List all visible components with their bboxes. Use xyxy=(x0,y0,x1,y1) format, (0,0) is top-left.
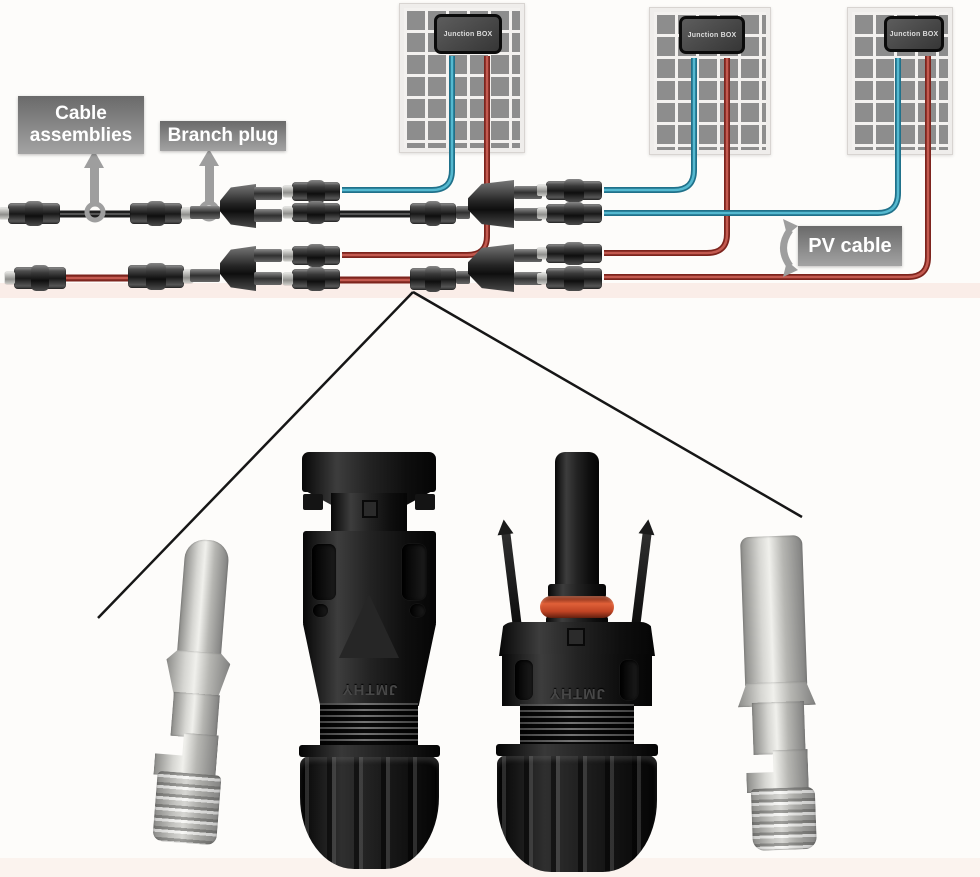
coupler-cap xyxy=(302,452,436,492)
coupler-cap-nut xyxy=(300,755,439,869)
terminal-neck xyxy=(751,701,806,755)
metal-crimp-terminal-male xyxy=(135,536,257,846)
junction-box-1: Junction BOX xyxy=(434,14,502,54)
mc4-connector xyxy=(283,201,340,224)
mc4-connector xyxy=(283,244,340,267)
mc4-connector xyxy=(283,180,340,203)
mc4-connector xyxy=(537,179,602,202)
branch-plug-port xyxy=(456,271,470,284)
junction-box-2: Junction BOX xyxy=(679,16,745,54)
junction-box-label: Junction BOX xyxy=(889,30,939,38)
mc4-connector xyxy=(130,201,191,226)
branch-plug-port xyxy=(456,206,470,219)
double-arrow-icon-pv-cable xyxy=(780,219,798,277)
coupler-nut-flange xyxy=(496,744,658,756)
terminal-crimp-barrel xyxy=(152,770,222,846)
coupler-collar xyxy=(546,616,608,626)
mc4-connector xyxy=(410,266,456,292)
brand-marking: JMTHY xyxy=(341,681,398,698)
terminal-neck xyxy=(170,691,220,740)
coupler-slot xyxy=(312,544,336,600)
mc4-connector xyxy=(5,265,66,291)
coupler-slot xyxy=(313,604,328,617)
mc4-connector xyxy=(537,202,602,225)
coupler-slot xyxy=(410,604,425,617)
junction-box-3: Junction BOX xyxy=(884,16,944,52)
branch-plug-port xyxy=(254,249,282,262)
mc4-connector xyxy=(0,201,60,226)
coupler-side-tab xyxy=(415,494,435,510)
coupler-slot xyxy=(620,660,638,700)
coupler-pin-barrel xyxy=(555,452,599,586)
branch-plug-connector xyxy=(220,184,256,228)
up-arrow-icon-cable-assemblies xyxy=(84,150,106,223)
branch-plug-port xyxy=(254,209,282,222)
branch-plug-connector xyxy=(468,180,514,228)
mc4-connector xyxy=(537,266,602,291)
branch-plug-port xyxy=(190,269,220,282)
terminal-tube xyxy=(740,535,808,688)
coupler-threads xyxy=(520,704,634,746)
o-ring-seal xyxy=(540,596,614,618)
branch-plug-port xyxy=(514,208,542,221)
branch-plug-port xyxy=(254,272,282,285)
coupler-emblem xyxy=(362,500,378,518)
terminal-pin xyxy=(176,538,230,658)
callout-cable-assemblies-label: Cable assemblies xyxy=(29,103,133,146)
mc4-connector xyxy=(283,267,340,291)
junction-box-label: Junction BOX xyxy=(687,31,737,39)
locking-barb xyxy=(501,531,522,627)
callout-cable-assemblies: Cable assemblies xyxy=(18,96,144,154)
metal-crimp-terminal-female xyxy=(726,534,836,851)
branch-plug-port xyxy=(514,272,542,285)
coupler-nut-flange xyxy=(299,745,440,757)
callout-branch-plug: Branch plug xyxy=(160,121,286,151)
coupler-slot xyxy=(515,660,533,700)
callout-pv-cable: PV cable xyxy=(798,226,902,266)
branch-plug-port xyxy=(514,186,542,199)
callout-branch-plug-label: Branch plug xyxy=(167,125,279,147)
mc4-connector xyxy=(128,263,193,290)
coupler-threads xyxy=(320,703,418,748)
branch-plug-connector xyxy=(468,244,514,292)
branch-plug-port xyxy=(514,249,542,262)
locking-barb xyxy=(631,531,652,627)
junction-box-label: Junction BOX xyxy=(443,30,493,38)
coupler-cap-nut xyxy=(497,754,657,872)
coupler-side-tab xyxy=(303,494,323,510)
branch-plug-port xyxy=(190,206,220,219)
mc4-connector xyxy=(537,242,602,265)
coupler-collar xyxy=(548,584,606,598)
branch-plug-port xyxy=(254,187,282,200)
terminal-crimp-barrel xyxy=(750,786,817,851)
tint-band-bottom xyxy=(0,858,980,877)
callout-pv-cable-label: PV cable xyxy=(808,234,892,257)
mc4-connector xyxy=(410,201,456,226)
branch-plug-connector xyxy=(220,246,256,291)
coupler-slot xyxy=(402,544,426,600)
coupler-emblem xyxy=(567,628,585,646)
